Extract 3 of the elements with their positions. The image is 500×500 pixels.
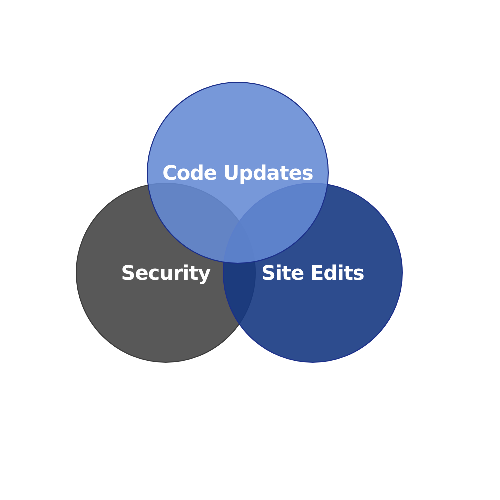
circle-label: Code Updates (162, 161, 314, 185)
circle-label: Security (121, 261, 211, 285)
circle-label: Site Edits (262, 261, 364, 285)
